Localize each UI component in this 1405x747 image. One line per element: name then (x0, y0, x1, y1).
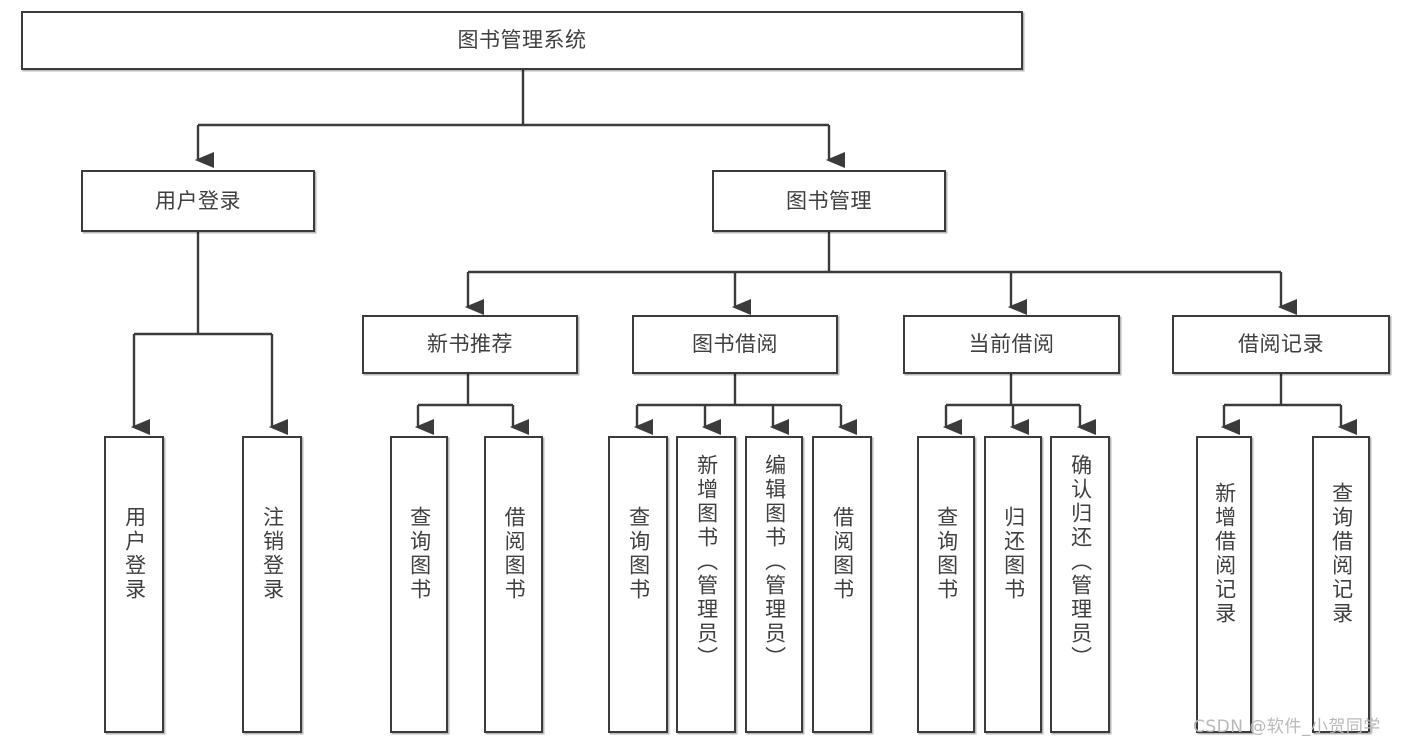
leaf-confirm-return-admin[interactable]: 确认归还（管理员） (1050, 436, 1110, 733)
leaf-borrow-book-recommend[interactable]: 借阅图书 (484, 436, 543, 733)
node-borrow-record[interactable]: 借阅记录 (1172, 315, 1390, 374)
leaf-query-book-current[interactable]: 查询图书 (917, 436, 975, 733)
node-label: 当前借阅 (968, 332, 1055, 357)
node-book-borrow[interactable]: 图书借阅 (632, 315, 838, 374)
watermark-credit: CSDN @软件_小贺同学 (1193, 717, 1381, 737)
leaf-logout[interactable]: 注销登录 (242, 436, 302, 733)
node-label: 确认归还（管理员） (1068, 454, 1093, 670)
leaf-user-login[interactable]: 用户登录 (104, 436, 164, 733)
node-label: 查询图书 (407, 506, 432, 602)
leaf-return-book[interactable]: 归还图书 (984, 436, 1042, 733)
node-label: 新增借阅记录 (1212, 482, 1237, 626)
node-label: 注销登录 (260, 506, 285, 602)
leaf-edit-book-admin[interactable]: 编辑图书（管理员） (745, 436, 803, 733)
node-label: 借阅图书 (830, 506, 855, 602)
node-label: 图书借阅 (692, 332, 778, 357)
node-label: 编辑图书（管理员） (762, 454, 787, 670)
node-label: 图书管理系统 (457, 28, 587, 53)
node-label: 借阅记录 (1238, 332, 1324, 357)
leaf-borrow-book[interactable]: 借阅图书 (812, 436, 872, 733)
node-book-management[interactable]: 图书管理 (712, 170, 946, 232)
node-root-system[interactable]: 图书管理系统 (21, 11, 1023, 70)
node-user-login[interactable]: 用户登录 (81, 170, 315, 232)
leaf-add-borrow-record[interactable]: 新增借阅记录 (1196, 436, 1252, 733)
leaf-query-book-borrow[interactable]: 查询图书 (608, 436, 668, 733)
node-label: 查询借阅记录 (1329, 482, 1354, 626)
node-label: 查询图书 (626, 506, 651, 602)
leaf-query-book-recommend[interactable]: 查询图书 (390, 436, 448, 733)
node-new-book-recommend[interactable]: 新书推荐 (362, 315, 578, 374)
node-label: 用户登录 (122, 506, 147, 602)
node-label: 用户登录 (155, 188, 241, 213)
node-label: 图书管理 (786, 188, 872, 213)
node-label: 新书推荐 (427, 332, 513, 357)
leaf-query-borrow-record[interactable]: 查询借阅记录 (1312, 436, 1370, 733)
leaf-add-book-admin[interactable]: 新增图书（管理员） (676, 436, 736, 733)
node-label: 借阅图书 (502, 506, 527, 602)
node-label: 新增图书（管理员） (694, 454, 719, 670)
node-label: 查询图书 (934, 506, 959, 602)
node-current-borrow[interactable]: 当前借阅 (903, 315, 1120, 374)
node-label: 归还图书 (1001, 506, 1026, 602)
